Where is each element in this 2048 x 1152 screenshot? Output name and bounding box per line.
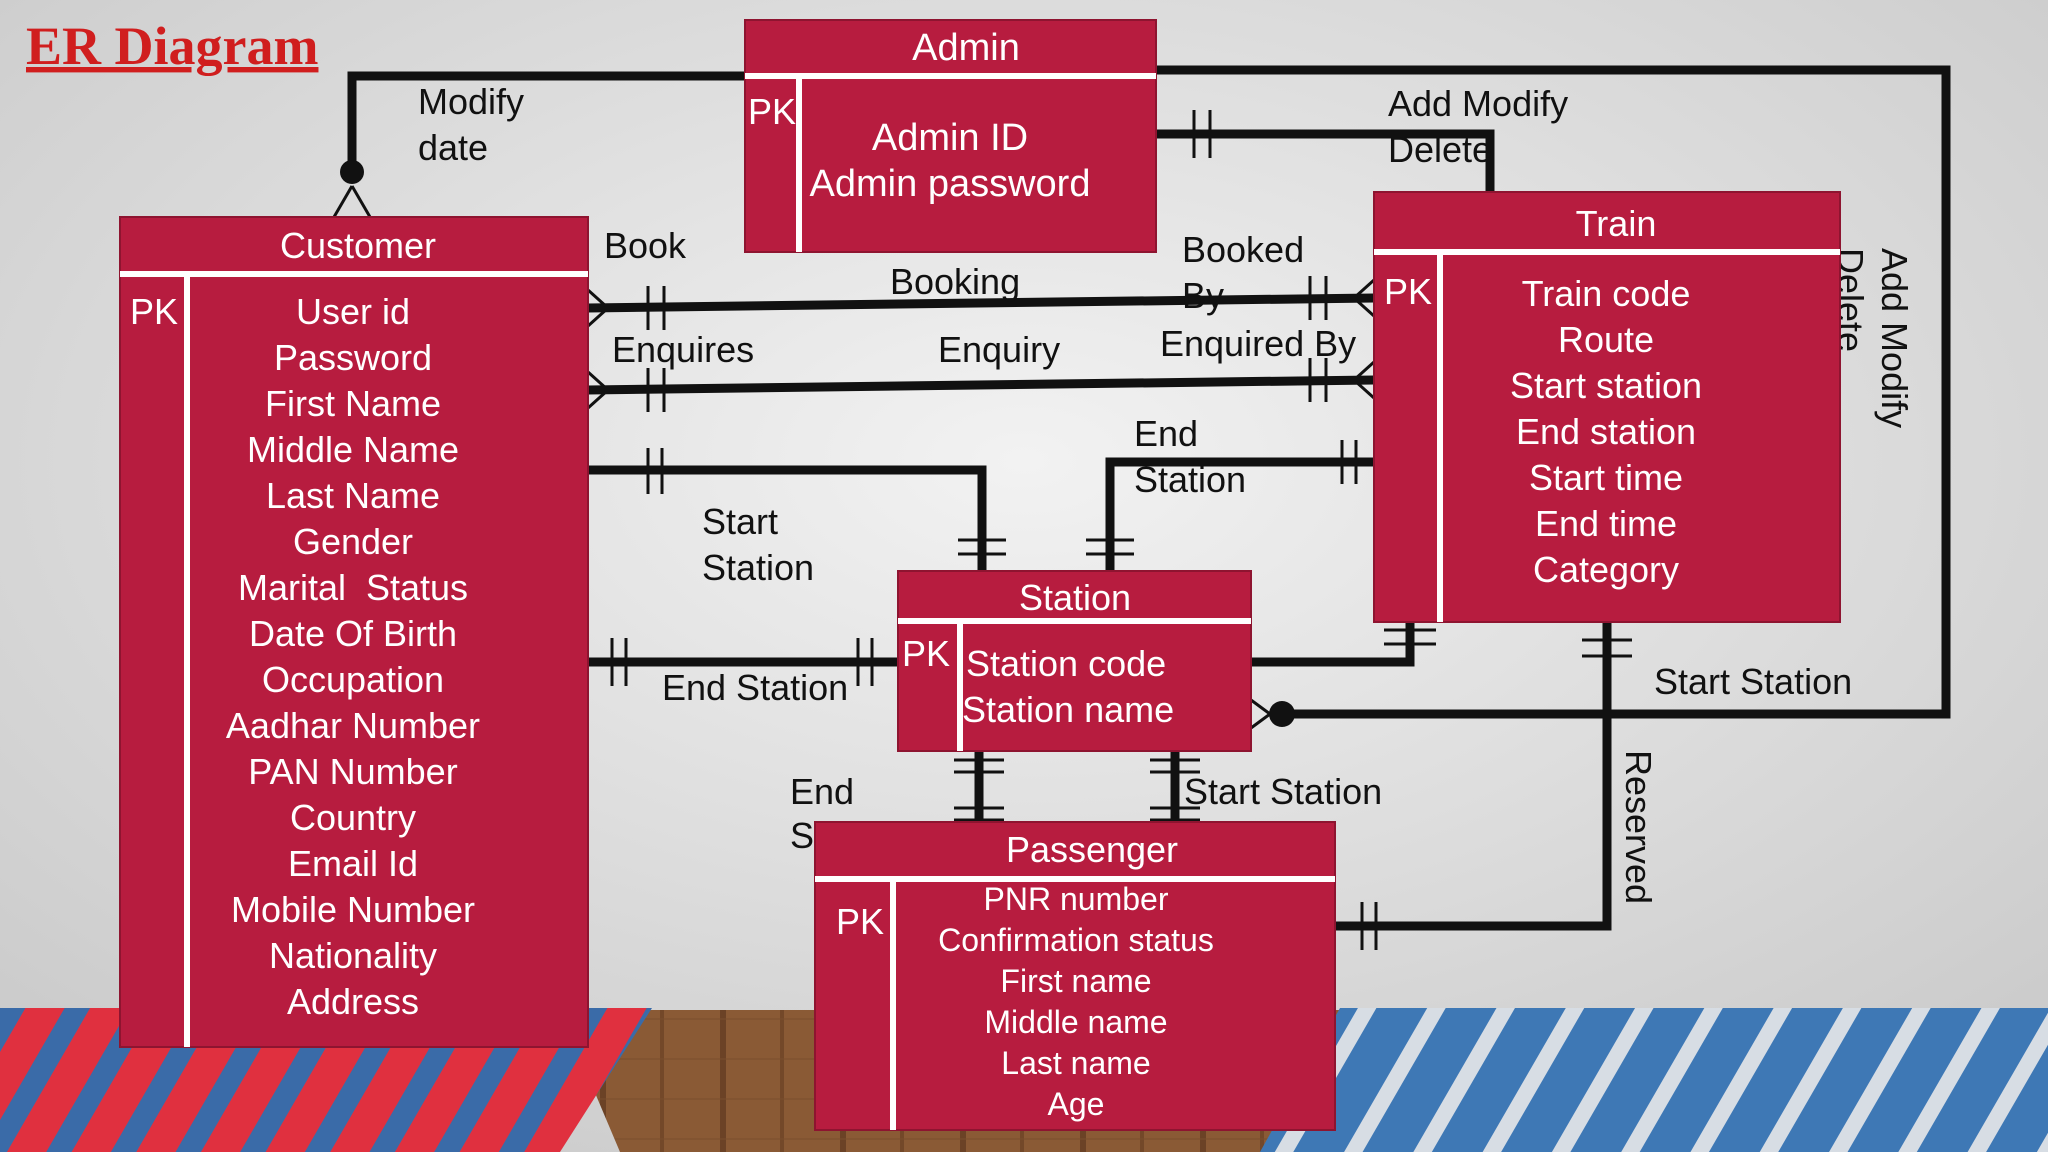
entity-admin[interactable]: Admin PK Admin ID Admin password <box>744 19 1157 253</box>
entity-passenger-attribute: Age <box>1048 1086 1105 1122</box>
entity-customer-attribute: Marital Status <box>238 567 468 608</box>
label-modify: Modify <box>418 81 524 122</box>
entity-customer-attribute: Mobile Number <box>231 889 475 930</box>
entity-passenger-attribute: Middle name <box>984 1004 1167 1040</box>
label-station-train: Station <box>1134 459 1246 500</box>
entity-station[interactable]: Station PK Station code Station name <box>897 570 1252 752</box>
entity-passenger-name: Passenger <box>1006 829 1178 870</box>
entity-customer-attribute: Email Id <box>288 843 418 884</box>
entity-train-pk: PK <box>1384 271 1432 312</box>
entity-customer-attribute: Gender <box>293 521 413 562</box>
entity-passenger-attribute: PNR number <box>984 881 1169 917</box>
entity-customer-attribute: First Name <box>265 383 441 424</box>
entity-admin-name: Admin <box>912 27 1020 69</box>
label-start-customer: Start <box>702 501 778 542</box>
entity-customer-attributes: User id Password First Name Middle Name … <box>226 291 480 1022</box>
entity-admin-pk: PK <box>748 91 796 132</box>
entity-customer-attribute: Password <box>274 337 432 378</box>
label-book: Book <box>604 225 687 266</box>
entity-customer-attribute: Middle Name <box>247 429 459 470</box>
entity-passenger-attribute: Confirmation status <box>938 922 1214 958</box>
floor-stripes-right <box>1260 1008 2048 1152</box>
entity-customer-attribute: User id <box>296 291 410 332</box>
label-enquired-by: Enquired By <box>1160 323 1356 364</box>
label-end-passenger: End <box>790 771 854 812</box>
entity-train-attributes: Train code Route Start station End stati… <box>1510 273 1702 590</box>
entity-train-name: Train <box>1576 203 1657 244</box>
label-enquiry: Enquiry <box>938 329 1060 370</box>
page-title: ER Diagram <box>26 16 318 76</box>
label-enquires: Enquires <box>612 329 754 370</box>
entity-customer-pk: PK <box>130 291 178 332</box>
entity-customer-attribute: Nationality <box>269 935 437 976</box>
entity-train-attribute: Start station <box>1510 365 1702 406</box>
entity-customer-attribute: PAN Number <box>248 751 457 792</box>
label-booking: Booking <box>890 261 1020 302</box>
line-booking <box>587 293 1375 313</box>
line-train-station-end <box>1105 457 1374 571</box>
label-add-modify: Add Modify <box>1388 83 1568 124</box>
label-end-train: End <box>1134 413 1198 454</box>
label-date: date <box>418 127 488 168</box>
entity-train-attribute: Train code <box>1522 273 1691 314</box>
label-add-modify-vertical: Add Modify <box>1874 248 1915 428</box>
entity-station-attribute: Station code <box>966 643 1166 684</box>
entity-customer-name: Customer <box>280 225 436 266</box>
label-by: By <box>1182 275 1224 316</box>
line-admin-train <box>1156 129 1495 192</box>
line-train-passenger-reserved <box>1335 622 1612 931</box>
notation-marks <box>332 110 1632 950</box>
label-start-station-train: Start Station <box>1654 661 1852 702</box>
notation-circle-station <box>1269 701 1295 727</box>
entity-passenger-attributes: PNR number Confirmation status First nam… <box>938 881 1214 1122</box>
entity-passenger[interactable]: Passenger PK PNR number Confirmation sta… <box>814 821 1336 1131</box>
entity-station-pk: PK <box>902 633 950 674</box>
line-admin-customer <box>347 71 745 170</box>
entity-passenger-attribute: First name <box>1000 963 1151 999</box>
line-enquiry <box>587 375 1375 395</box>
label-delete: Delete <box>1388 129 1492 170</box>
label-end-station-customer: End Station <box>662 667 848 708</box>
entity-customer[interactable]: Customer PK User id Password First Name … <box>119 216 589 1048</box>
entity-train-attribute: End time <box>1535 503 1677 544</box>
label-station-customer: Station <box>702 547 814 588</box>
entity-passenger-attribute: Last name <box>1001 1045 1150 1081</box>
entity-customer-attribute: Occupation <box>262 659 444 700</box>
entity-train-attribute: Category <box>1533 549 1679 590</box>
entity-station-attribute: Station name <box>962 689 1174 730</box>
entity-admin-attribute: Admin ID <box>872 117 1028 159</box>
entity-train-attribute: Start time <box>1529 457 1683 498</box>
connector-lines <box>347 65 1951 931</box>
entity-customer-attribute: Last Name <box>266 475 440 516</box>
entity-customer-attribute: Address <box>287 981 419 1022</box>
entity-train[interactable]: Train PK Train code Route Start station … <box>1373 191 1841 623</box>
entity-admin-attribute: Admin password <box>810 163 1091 205</box>
line-admin-station <box>1156 65 1951 719</box>
entity-customer-attribute: Country <box>290 797 416 838</box>
entity-train-attribute: End station <box>1516 411 1696 452</box>
entity-station-name: Station <box>1019 577 1131 618</box>
line-customer-station-start <box>588 465 987 571</box>
entity-passenger-pk: PK <box>836 901 884 942</box>
entity-customer-attribute: Aadhar Number <box>226 705 480 746</box>
label-reserved: Reserved <box>1618 750 1659 904</box>
label-start-station-passenger: Start Station <box>1184 771 1382 812</box>
line-station-train <box>1251 622 1415 667</box>
entity-train-attribute: Route <box>1558 319 1654 360</box>
label-booked: Booked <box>1182 229 1304 270</box>
notation-circle-customer <box>340 160 364 184</box>
entity-customer-attribute: Date Of Birth <box>249 613 457 654</box>
